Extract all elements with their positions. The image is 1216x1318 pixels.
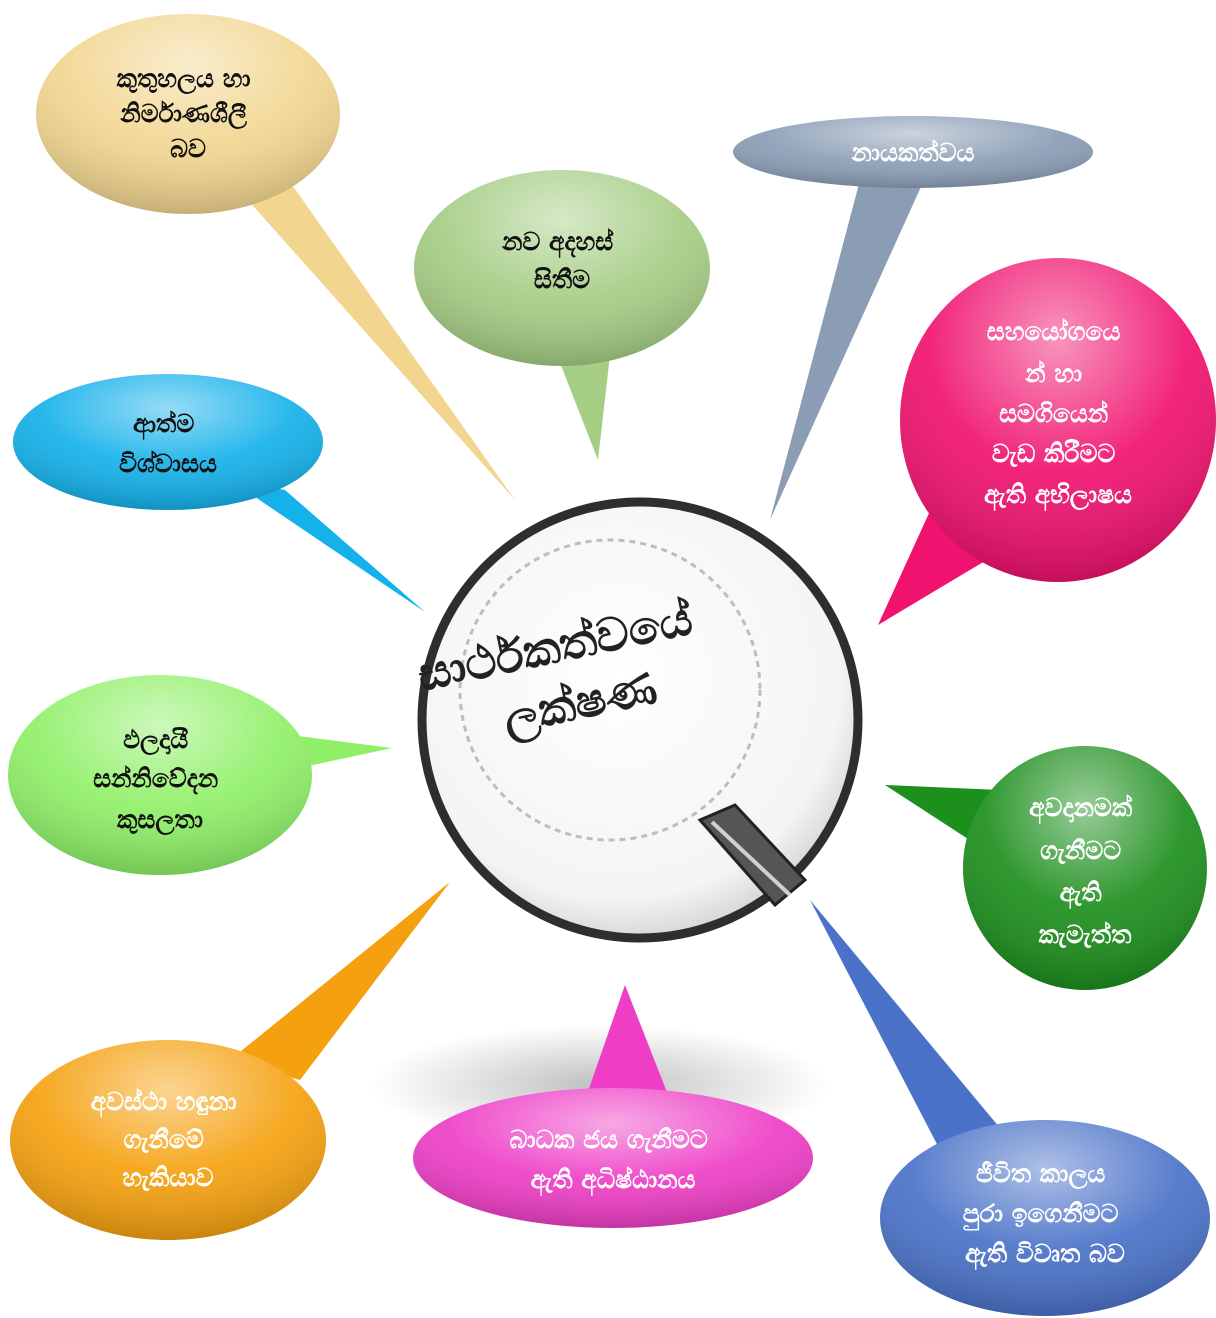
bubble-communication-pointer: [290, 735, 392, 770]
bubble-confidence-label: ආත්ම විශ්වාසය: [119, 409, 217, 478]
bubble-opportunity: අවස්ථා හඳුනා ගැනීමේ හැකියාව: [10, 882, 450, 1240]
bubble-opportunity-pointer: [230, 882, 450, 1080]
bubble-determination-pointer: [585, 985, 670, 1100]
bubble-determination: බාධක ජය ගැනීමට ඇති අධිෂ්ඨානය: [413, 985, 813, 1228]
bubble-curiosity: කුතුහලය හා නිර්මාණශීලී බව: [36, 14, 515, 500]
bubble-teamwork-label: සහයෝගයෙ න් හා සමගියෙන් වැඩ කිරීමට ඇති අභ…: [984, 317, 1132, 511]
bubble-new-ideas-pointer: [555, 350, 610, 460]
bubble-determination-label: බාධක ජය ගැනීමට ඇති අධිෂ්ඨානය: [509, 1125, 716, 1196]
bubble-risk-label: අවදානමක් ගැනීමට ඇති කැමැත්ත: [1029, 793, 1141, 949]
bubble-curiosity-pointer: [230, 175, 515, 500]
bubble-communication: ඵලදායී සන්නිවේදන කුසලතා: [8, 675, 392, 875]
magnifying-glass: සාර්ථකත්වයේ ලක්ෂණ: [412, 497, 863, 943]
bubble-confidence: ආත්ම විශ්වාසය: [13, 374, 425, 612]
magnifying-glass-inner-ring: [458, 538, 762, 842]
bubble-risk: අවදානමක් ගැනීමට ඇති කැමැත්ත: [885, 746, 1207, 990]
bubble-teamwork: සහයෝගයෙ න් හා සමගියෙන් වැඩ කිරීමට ඇති අභ…: [878, 258, 1216, 625]
bubble-opportunity-label: අවස්ථා හඳුනා ගැනීමේ හැකියාව: [91, 1087, 246, 1192]
bubble-leadership-pointer: [770, 178, 925, 520]
bubble-lifelong-learning: ජීවිත කාලය පුරා ඉගෙනීමට ඇති විවෘත බව: [810, 900, 1210, 1316]
bubble-leadership-label: නායකත්වය: [850, 138, 974, 167]
bubble-curiosity-label: කුතුහලය හා නිර්මාණශීලී බව: [117, 64, 260, 163]
bubble-new-ideas-label: නව අදහස් සිතීම: [501, 227, 622, 294]
bubble-new-ideas: නව අදහස් සිතීම: [414, 170, 710, 460]
bubble-lifelong-learning-pointer: [810, 900, 1010, 1150]
magnifying-glass-handle-icon: [697, 803, 808, 908]
bubble-communication-label: ඵලදායී සන්නිවේදන කුසලතා: [93, 725, 227, 836]
bubble-confidence-pointer: [230, 480, 425, 612]
bubble-leadership: නායකත්වය: [733, 116, 1093, 520]
bubble-lifelong-learning-label: ජීවිත කාලය පුරා ඉගෙනීමට ඇති විවෘත බව: [963, 1159, 1128, 1270]
